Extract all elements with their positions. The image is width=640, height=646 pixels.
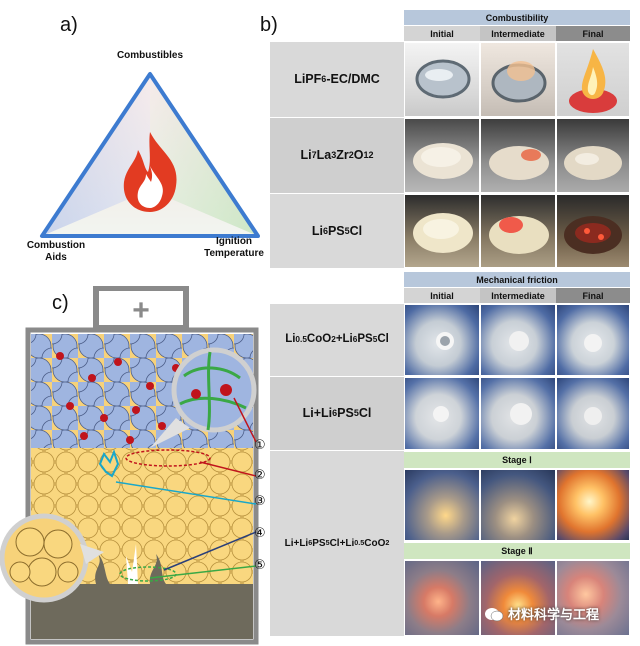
battery-diagram: + xyxy=(0,286,259,645)
photo-stage2-c xyxy=(556,560,630,636)
marker-1: ① xyxy=(254,438,266,453)
photo-llzo-intermediate xyxy=(480,118,556,193)
combustibles-label: Combustibles xyxy=(116,50,184,61)
photo-lpscl-final xyxy=(556,194,630,268)
photo-lipf6-intermediate xyxy=(480,42,556,117)
photo-llzo-final xyxy=(556,118,630,193)
photo-friction1-intermediate xyxy=(480,304,556,376)
fire-icon xyxy=(123,132,177,212)
combustion-aids-line2: Aids xyxy=(45,251,67,263)
photo-stage1-b xyxy=(480,469,556,541)
ignition-temperature-label: Ignition Temperature xyxy=(196,236,272,259)
combustion-aids-line1: Combustion xyxy=(26,240,86,251)
col-intermediate-2: Intermediate xyxy=(480,288,556,303)
combustibility-header: Combustibility xyxy=(404,10,630,25)
photo-llzo-initial xyxy=(404,118,480,193)
panel-c-letter: c) xyxy=(52,292,69,314)
photo-stage2-b xyxy=(480,560,556,636)
photo-friction2-intermediate xyxy=(480,377,556,450)
photo-friction2-final xyxy=(556,377,630,450)
col-intermediate-1: Intermediate xyxy=(480,26,556,41)
panel-b-letter: b) xyxy=(260,14,278,36)
photo-lpscl-intermediate xyxy=(480,194,556,268)
photo-lpscl-initial xyxy=(404,194,480,268)
marker-4: ④ xyxy=(254,526,266,541)
stage-2-label: Stage Ⅱ xyxy=(404,543,630,559)
col-final-2: Final xyxy=(556,288,630,303)
marker-2: ② xyxy=(254,468,266,483)
photo-friction1-initial xyxy=(404,304,480,376)
fire-triangle xyxy=(40,72,260,238)
col-initial-2: Initial xyxy=(404,288,480,303)
mechanical-friction-header: Mechanical friction xyxy=(404,272,630,287)
photo-lipf6-initial xyxy=(404,42,480,117)
photo-stage1-c xyxy=(556,469,630,541)
combustion-aids-label: Combustion Aids xyxy=(16,240,96,263)
watermark: 材料科学与工程 xyxy=(484,604,599,623)
stage-1-label: Stage Ⅰ xyxy=(404,452,630,468)
marker-5: ⑤ xyxy=(254,558,266,573)
col-initial-1: Initial xyxy=(404,26,480,41)
plus-sign: + xyxy=(132,294,150,327)
marker-3: ③ xyxy=(254,494,266,509)
ignition-line1: Ignition xyxy=(215,236,253,247)
photo-friction2-initial xyxy=(404,377,480,450)
watermark-text: 材料科学与工程 xyxy=(508,607,600,622)
panel-a-letter: a) xyxy=(60,14,78,36)
photo-friction1-final xyxy=(556,304,630,376)
photo-stage2-a xyxy=(404,560,480,636)
ignition-line2: Temperature xyxy=(204,247,264,259)
wechat-icon xyxy=(485,607,504,621)
photo-lipf6-final xyxy=(556,42,630,117)
col-final-1: Final xyxy=(556,26,630,41)
photo-stage1-a xyxy=(404,469,480,541)
